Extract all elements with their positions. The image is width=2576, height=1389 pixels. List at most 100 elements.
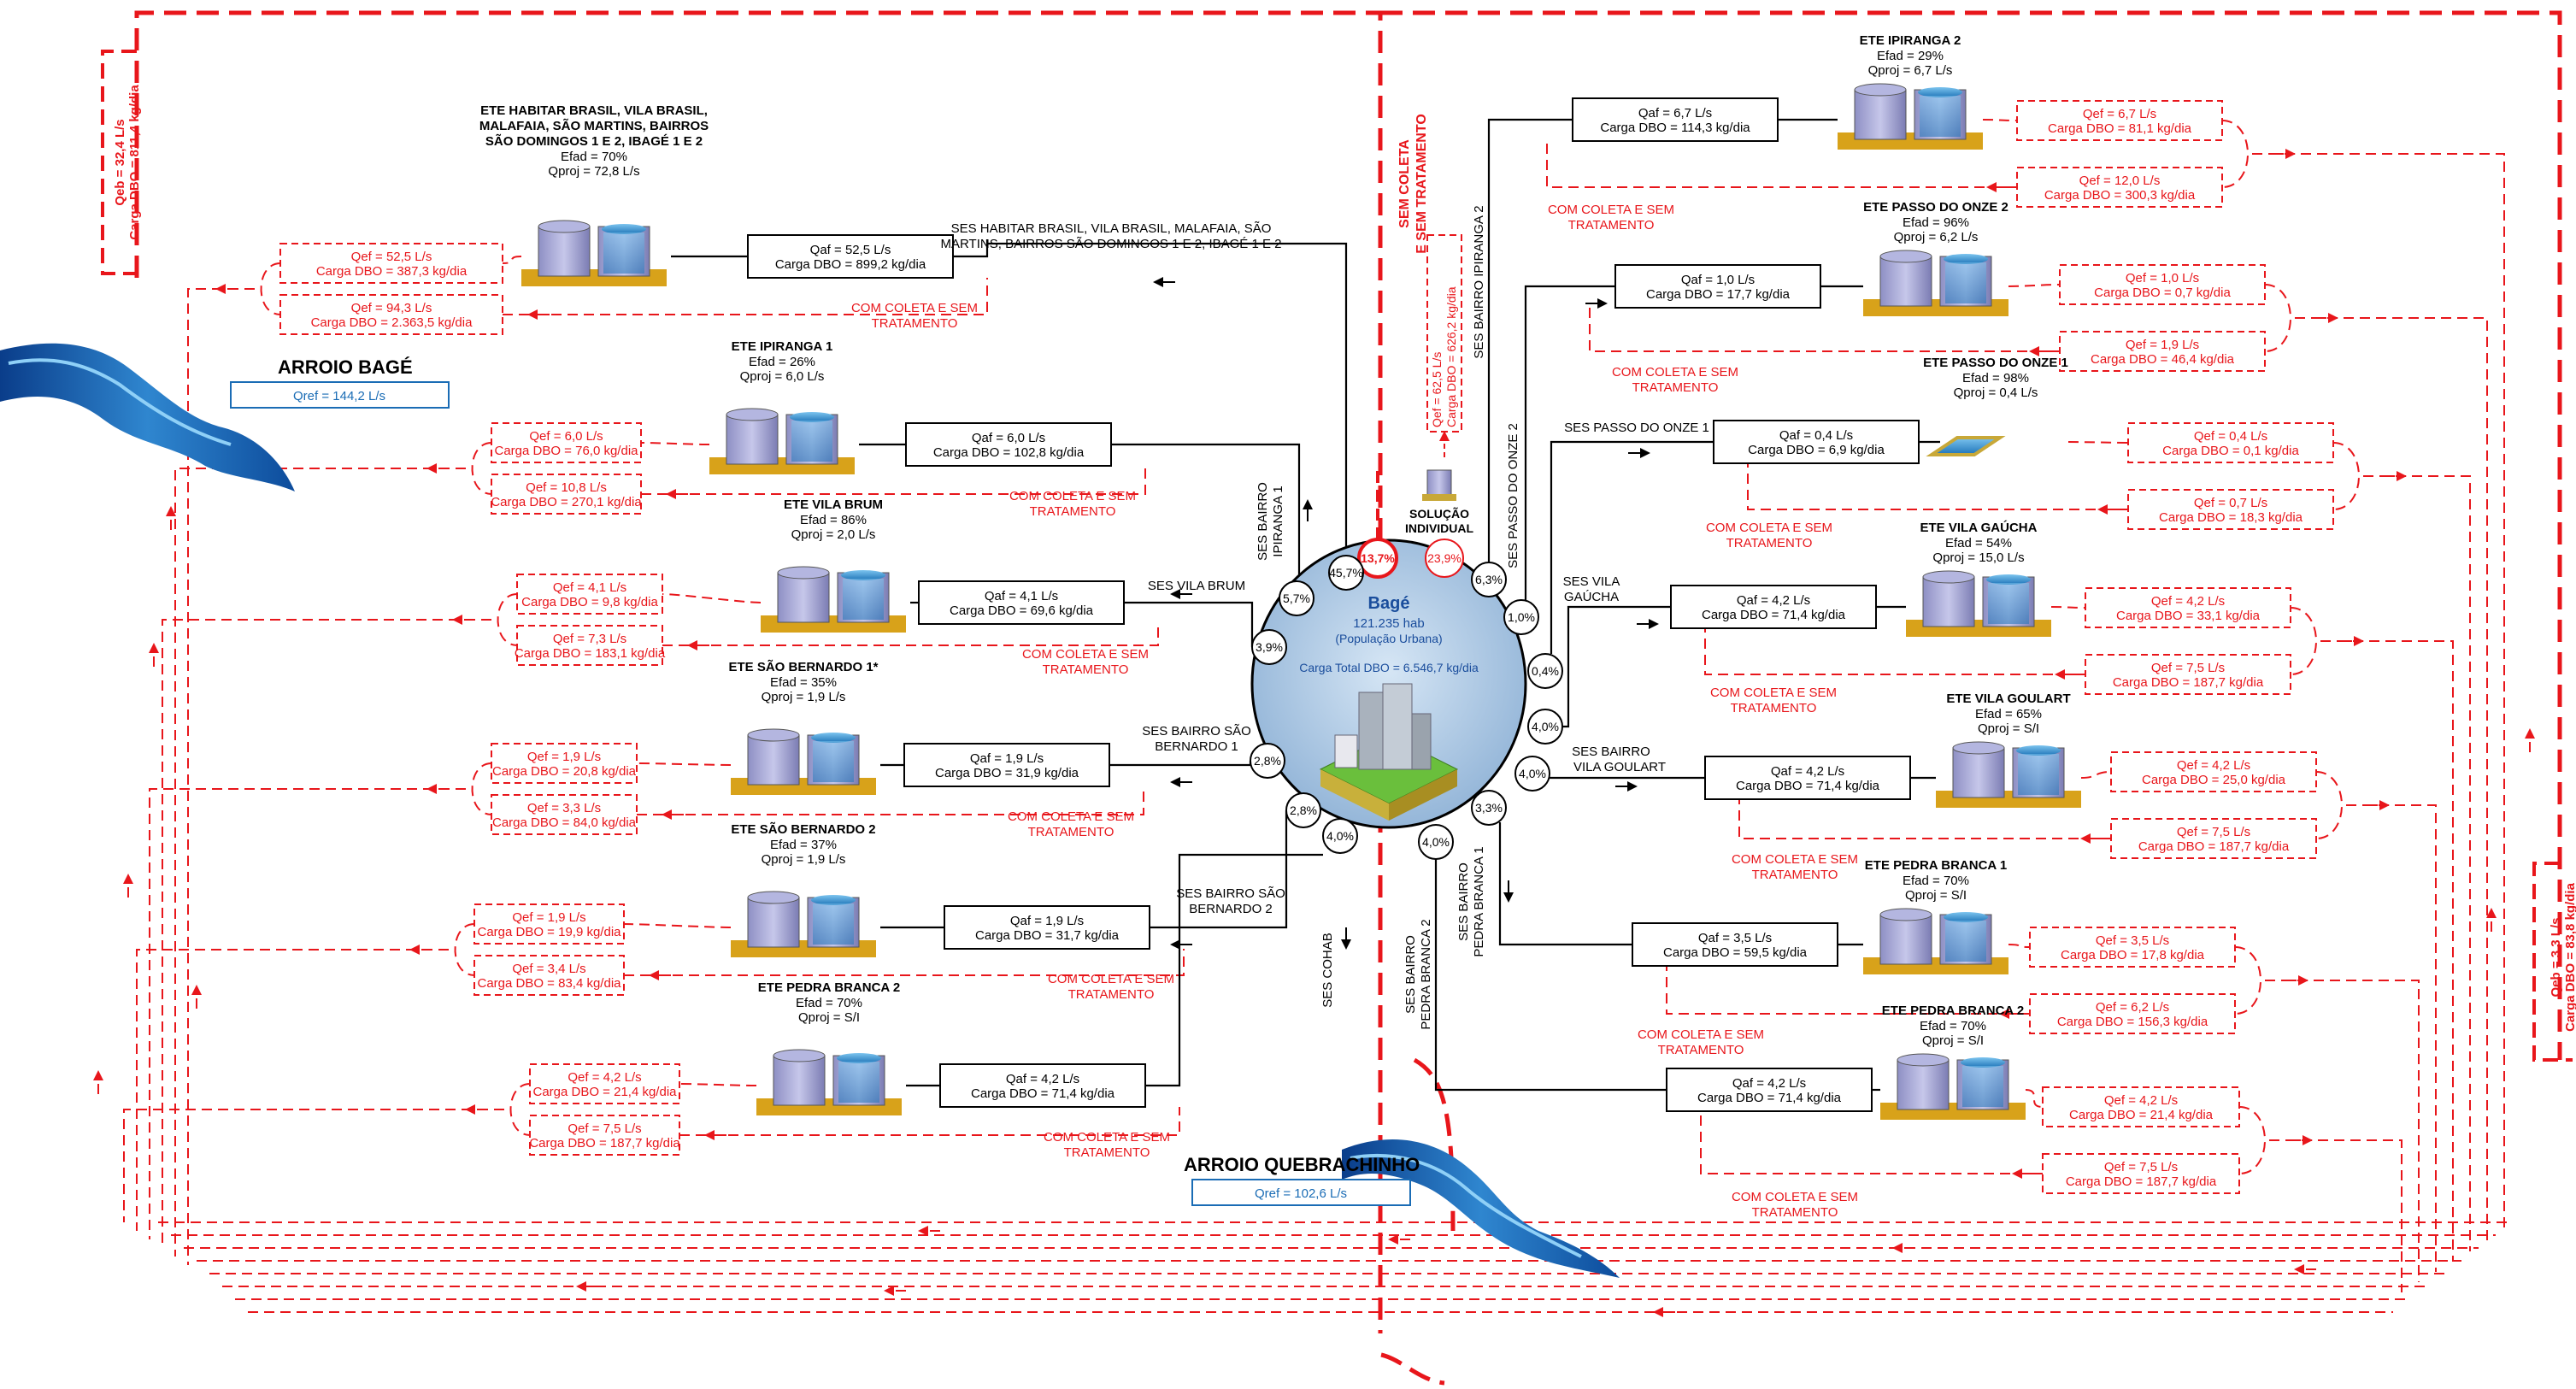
effluent-load: Carga DBO = 187,7 kg/dia: [2066, 1174, 2217, 1189]
affluent-load: Carga DBO = 31,9 kg/dia: [935, 766, 1079, 780]
city-population-label: (População Urbana): [1335, 632, 1442, 645]
effluent-load: Carga DBO = 81,1 kg/dia: [2048, 121, 2192, 136]
percentage-value: 3,9%: [1256, 640, 1283, 654]
ses-name: IPIRANGA 1: [1271, 486, 1285, 556]
ete-efad: Efad = 70%: [561, 150, 627, 164]
com-coleta-label: COM COLETA E SEM: [1548, 203, 1674, 217]
river-bage-qref: Qref = 144,2 L/s: [293, 389, 385, 403]
affluent-flow: Qaf = 4,2 L/s: [1732, 1076, 1806, 1091]
com-coleta-label: TRATAMENTO: [1568, 218, 1655, 232]
ete-qproj: Qproj = 0,4 L/s: [1954, 386, 2038, 400]
ete-plant-icon: [731, 729, 876, 795]
arroio-quebrachinho-river: ARROIO QUEBRACHINHO Qref = 102,6 L/s: [1184, 1139, 1620, 1278]
ete-plant-icon: [1906, 571, 2051, 637]
qeb-left-carga: Carga DBO = 811,4 kg/dia: [127, 85, 142, 240]
effluent-flow: Qef = 94,3 L/s: [351, 301, 432, 315]
river-quebrachinho-name: ARROIO QUEBRACHINHO: [1184, 1154, 1420, 1175]
left-system: ETE VILA BRUMEfad = 86%Qproj = 2,0 L/sQa…: [515, 497, 1286, 677]
com-coleta-label: TRATAMENTO: [1028, 825, 1115, 839]
ses-name: SES BAIRRO: [1572, 745, 1650, 759]
effluent-load: Carga DBO = 25,0 kg/dia: [2142, 773, 2286, 787]
ete-efad: Efad = 98%: [1962, 371, 2029, 386]
ete-plant-icon: [1880, 1054, 2026, 1120]
ses-name: PEDRA BRANCA 1: [1472, 846, 1486, 956]
com-coleta-label: TRATAMENTO: [1731, 701, 1817, 715]
ete-efad: Efad = 35%: [770, 675, 837, 690]
effluent-flow: Qef = 6,7 L/s: [2083, 107, 2156, 121]
effluent-load: Carga DBO = 0,1 kg/dia: [2162, 444, 2299, 458]
effluent-load: Carga DBO = 76,0 kg/dia: [494, 444, 638, 458]
affluent-load: Carga DBO = 102,8 kg/dia: [933, 445, 1085, 460]
effluent-load: Carga DBO = 183,1 kg/dia: [515, 646, 666, 661]
ete-efad: Efad = 26%: [749, 355, 815, 369]
qeb-right-carga: Carga DBO = 83,8 kg/dia: [2563, 882, 2576, 1031]
percentage-value: 1,0%: [1508, 610, 1535, 624]
ete-name: ETE IPIRANGA 1: [732, 339, 833, 354]
river-quebrachinho-qref: Qref = 102,6 L/s: [1255, 1186, 1347, 1201]
affluent-load: Carga DBO = 71,4 kg/dia: [1697, 1091, 1842, 1105]
effluent-flow: Qef = 7,5 L/s: [2177, 825, 2250, 839]
right-system: ETE PASSO DO ONZE 2Efad = 96%Qproj = 6,2…: [1504, 200, 2265, 634]
effluent-flow: Qef = 10,8 L/s: [526, 480, 607, 495]
effluent-flow: Qef = 1,9 L/s: [512, 910, 585, 925]
com-coleta-label: TRATAMENTO: [1043, 662, 1129, 677]
effluent-load: Carga DBO = 9,8 kg/dia: [521, 595, 658, 609]
percentage-value: 45,7%: [1329, 566, 1363, 580]
com-coleta-label: COM COLETA E SEM: [1044, 1130, 1170, 1145]
ses-name: SES BAIRRO IPIRANGA 2: [1472, 205, 1486, 358]
com-coleta-label: TRATAMENTO: [1064, 1145, 1150, 1160]
ete-qproj: Qproj = 15,0 L/s: [1932, 550, 2024, 565]
ete-qproj: Qproj = S/I: [1905, 888, 1967, 903]
individual-label: INDIVIDUAL: [1405, 521, 1474, 535]
ses-name: SES VILA: [1563, 574, 1620, 589]
percentage-value: 4,0%: [1326, 829, 1354, 843]
ete-qproj: Qproj = S/I: [1922, 1033, 1984, 1048]
effluent-flow: Qef = 1,0 L/s: [2126, 271, 2199, 285]
percentage-value: 4,0%: [1422, 835, 1450, 849]
qeb-right-q: Qeb = 3,3 L/s: [2549, 918, 2563, 998]
affluent-load: Carga DBO = 114,3 kg/dia: [1600, 121, 1750, 135]
septic-tank-icon: [1427, 470, 1451, 497]
effluent-load: Carga DBO = 18,3 kg/dia: [2159, 510, 2303, 525]
ses-name: PEDRA BRANCA 2: [1419, 919, 1433, 1029]
effluent-load: Carga DBO = 0,7 kg/dia: [2094, 285, 2231, 300]
affluent-load: Carga DBO = 71,4 kg/dia: [1702, 608, 1846, 622]
solucao-carga: Carga DBO = 626,2 kg/dia: [1444, 286, 1458, 427]
sem-coleta-line2: E SEM TRATAMENTO: [1414, 114, 1429, 254]
ete-efad: Efad = 54%: [1945, 536, 2012, 550]
ete-plant-icon: [1863, 909, 2008, 974]
com-coleta-label: TRATAMENTO: [1726, 536, 1813, 550]
ete-qproj: Qproj = 6,2 L/s: [1894, 230, 1979, 244]
com-coleta-label: TRATAMENTO: [1068, 987, 1155, 1002]
affluent-flow: Qaf = 0,4 L/s: [1779, 428, 1853, 443]
solucao-qef: Qef = 62,5 L/s: [1430, 352, 1444, 427]
effluent-load: Carga DBO = 19,9 kg/dia: [477, 925, 621, 939]
ete-qproj: Qproj = 2,0 L/s: [791, 527, 876, 542]
effluent-flow: Qef = 6,2 L/s: [2096, 1000, 2169, 1015]
effluent-load: Carga DBO = 33,1 kg/dia: [2116, 609, 2261, 623]
effluent-load: Carga DBO = 187,7 kg/dia: [2113, 675, 2264, 690]
affluent-load: Carga DBO = 71,4 kg/dia: [971, 1086, 1115, 1101]
effluent-load: Carga DBO = 270,1 kg/dia: [491, 495, 642, 509]
ete-efad: Efad = 29%: [1877, 49, 1944, 63]
percentage-value: 5,7%: [1283, 592, 1310, 605]
com-coleta-label: TRATAMENTO: [1752, 868, 1838, 882]
ete-qproj: Qproj = S/I: [798, 1010, 860, 1025]
city-name: Bagé: [1368, 594, 1410, 613]
affluent-flow: Qaf = 4,2 L/s: [1737, 593, 1810, 608]
effluent-flow: Qef = 3,5 L/s: [2096, 933, 2169, 948]
left-system: ETE SÃO BERNARDO 1*Efad = 35%Qproj = 1,9…: [491, 659, 1285, 839]
effluent-flow: Qef = 7,5 L/s: [568, 1121, 641, 1136]
com-coleta-label: COM COLETA E SEM: [1048, 972, 1174, 986]
effluent-flow: Qef = 4,1 L/s: [553, 580, 626, 595]
effluent-load: Carga DBO = 20,8 kg/dia: [492, 764, 637, 779]
ete-qproj: Qproj = 1,9 L/s: [762, 690, 846, 704]
com-coleta-label: COM COLETA E SEM: [1710, 686, 1837, 700]
affluent-flow: Qaf = 4,2 L/s: [1006, 1072, 1079, 1086]
pct-sem-coleta: 13,7%: [1361, 551, 1395, 565]
city-population: 121.235 hab: [1353, 616, 1424, 631]
qeb-left-q: Qeb = 32,4 L/s: [113, 119, 127, 205]
com-coleta-label: COM COLETA E SEM: [1706, 521, 1832, 535]
